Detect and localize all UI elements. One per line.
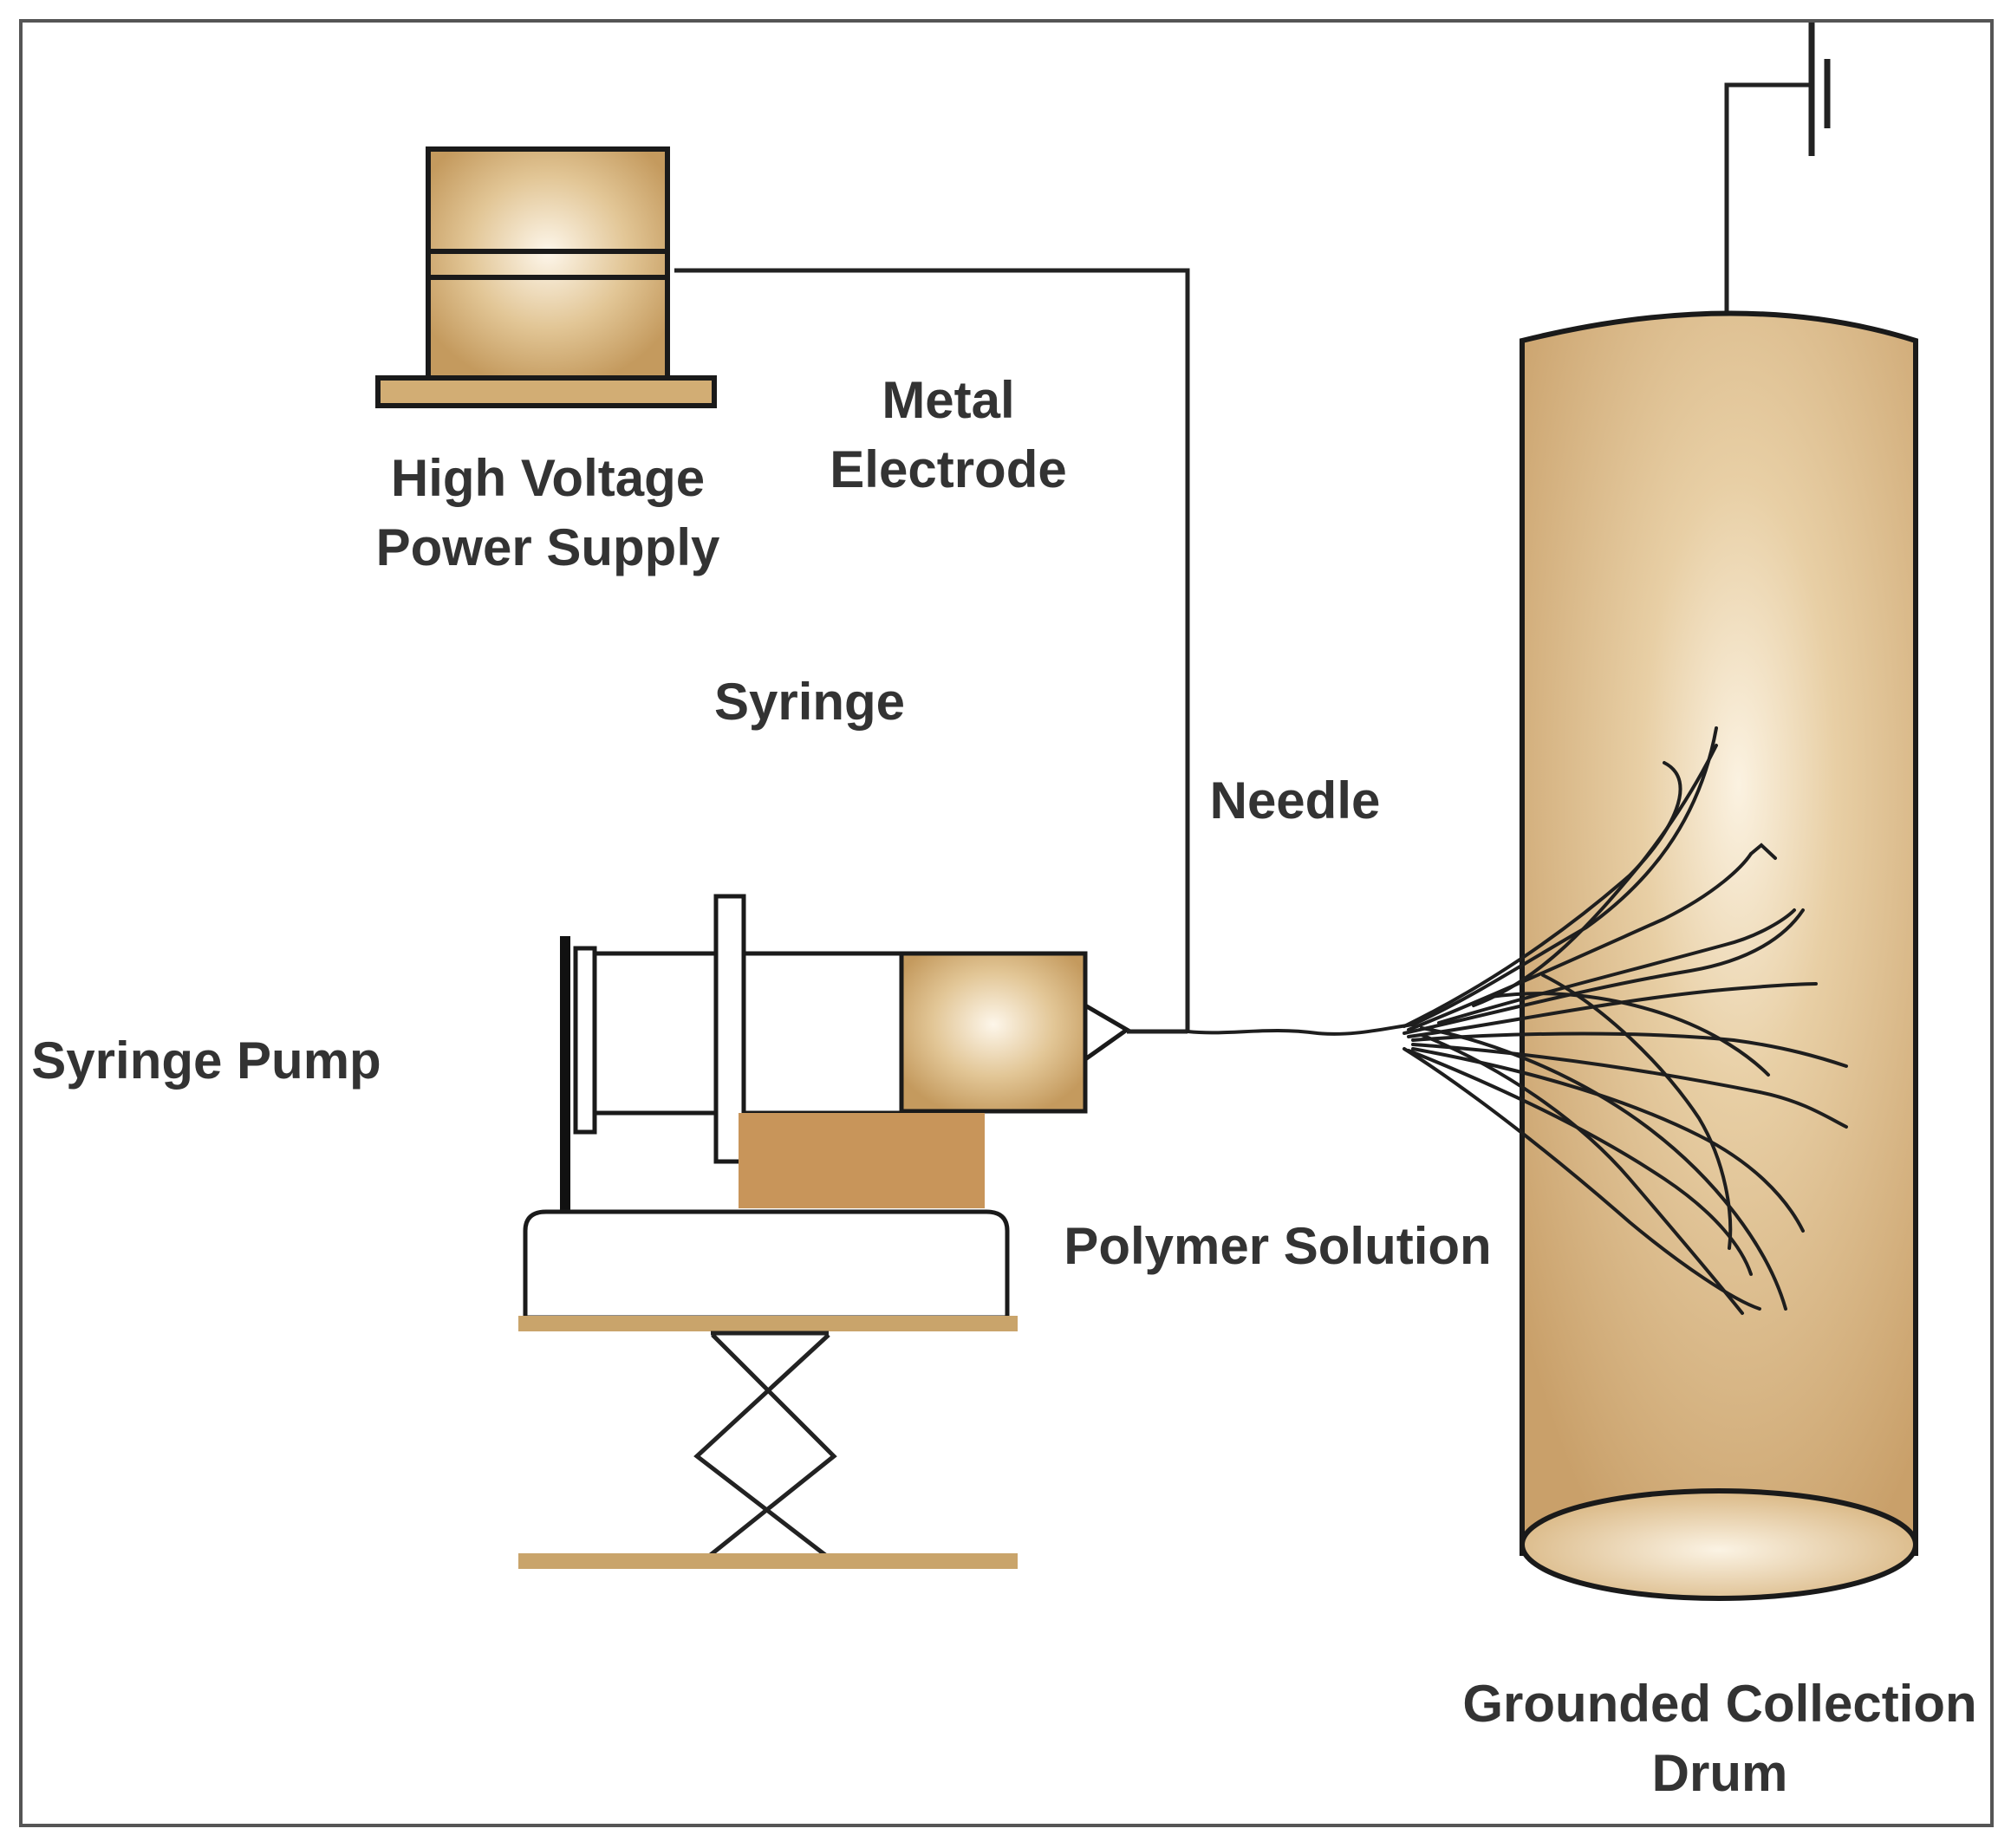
label-electrode-line1: Metal xyxy=(882,371,1014,429)
high-voltage-power-supply xyxy=(375,146,717,408)
label-polymer-solution: Polymer Solution xyxy=(1064,1217,1491,1275)
label-syringe: Syringe xyxy=(714,673,905,731)
label-needle: Needle xyxy=(1210,771,1381,830)
collection-drum xyxy=(1520,310,1918,1601)
label-drum-line2: Drum xyxy=(1652,1744,1788,1802)
label-electrode-line2: Electrode xyxy=(830,440,1066,498)
electrode-wire xyxy=(674,268,1190,1031)
label-hv-line2: Power Supply xyxy=(376,518,720,576)
syringe-pump xyxy=(518,894,1188,1569)
label-drum-line1: Grounded Collection xyxy=(1462,1675,1976,1733)
label-hv-line1: High Voltage xyxy=(391,449,705,507)
diagram-border xyxy=(19,19,1994,1827)
label-syringe-pump: Syringe Pump xyxy=(31,1031,381,1090)
ground-symbol xyxy=(1724,23,1831,340)
polymer-jet-fibers xyxy=(1186,726,1848,1315)
